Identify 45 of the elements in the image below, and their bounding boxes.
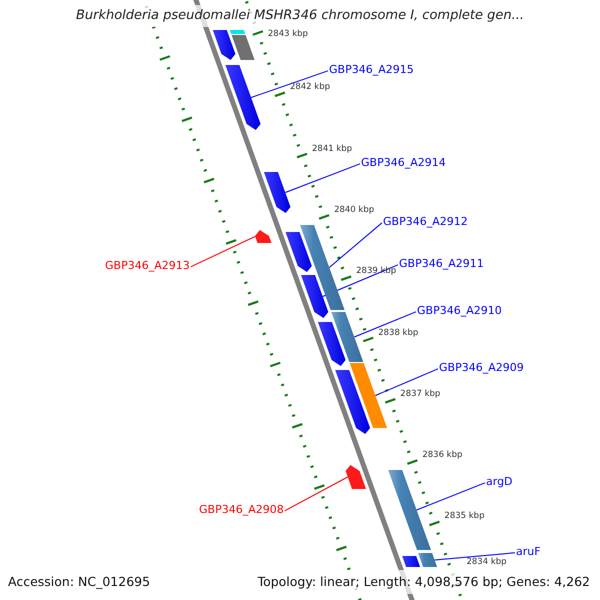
gene-label: GBP346_A2909: [439, 361, 524, 374]
gene-glyph: [264, 172, 290, 213]
scale-label: 2836 kbp: [422, 450, 462, 460]
leader-line: [250, 70, 328, 98]
gene-label: argD: [486, 475, 513, 488]
gene-bar: [350, 363, 388, 428]
gene-label: GBP346_A2910: [417, 304, 502, 317]
gene-glyph: [212, 30, 236, 60]
scale-label: 2835 kbp: [444, 511, 484, 522]
gene-label: GBP346_A2908: [199, 503, 284, 516]
gene-glyph: [255, 230, 272, 243]
scale-label: 2839 kbp: [356, 266, 396, 276]
gene-glyph: [286, 232, 312, 272]
leader-line: [374, 368, 438, 396]
gene-bar: [388, 470, 431, 550]
gene-glyph: [402, 556, 420, 567]
scale-label: 2838 kbp: [378, 328, 418, 338]
gene-glyph: [335, 370, 370, 434]
gene-bar: [232, 35, 255, 60]
scale-label: 2842 kbp: [290, 82, 330, 92]
gene-bar: [418, 553, 438, 567]
gene-glyph: [318, 322, 346, 366]
summary-label: Topology: linear; Length: 4,098,576 bp; Genes: 4,262: [258, 574, 590, 590]
gene-label: aruF: [516, 545, 541, 558]
leader-line: [284, 476, 348, 512]
leader-line: [328, 222, 382, 268]
gene-label: GBP346_A2914: [361, 156, 446, 169]
leader-line: [284, 163, 360, 193]
gene-label: GBP346_A2913: [105, 259, 190, 272]
scale-label: 2843 kbp: [268, 29, 308, 39]
leader-line: [416, 482, 486, 510]
scale-label: 2840 kbp: [334, 204, 374, 215]
gene-glyph: [225, 65, 261, 130]
leader-line: [190, 236, 256, 268]
gene-bar: [331, 312, 364, 362]
gene-label: GBP346_A2915: [329, 63, 414, 76]
gene-glyph: [346, 465, 366, 489]
accession-label: Accession: NC_012695: [8, 574, 150, 590]
gene-label: GBP346_A2911: [399, 257, 484, 270]
gene-glyph: [301, 275, 328, 318]
scale-label: 2837 kbp: [400, 388, 440, 399]
gene-label: GBP346_A2912: [383, 215, 468, 228]
leader-line: [354, 311, 416, 338]
scale-label: 2834 kbp: [466, 557, 507, 567]
scale-label: 2841 kbp: [312, 144, 352, 154]
